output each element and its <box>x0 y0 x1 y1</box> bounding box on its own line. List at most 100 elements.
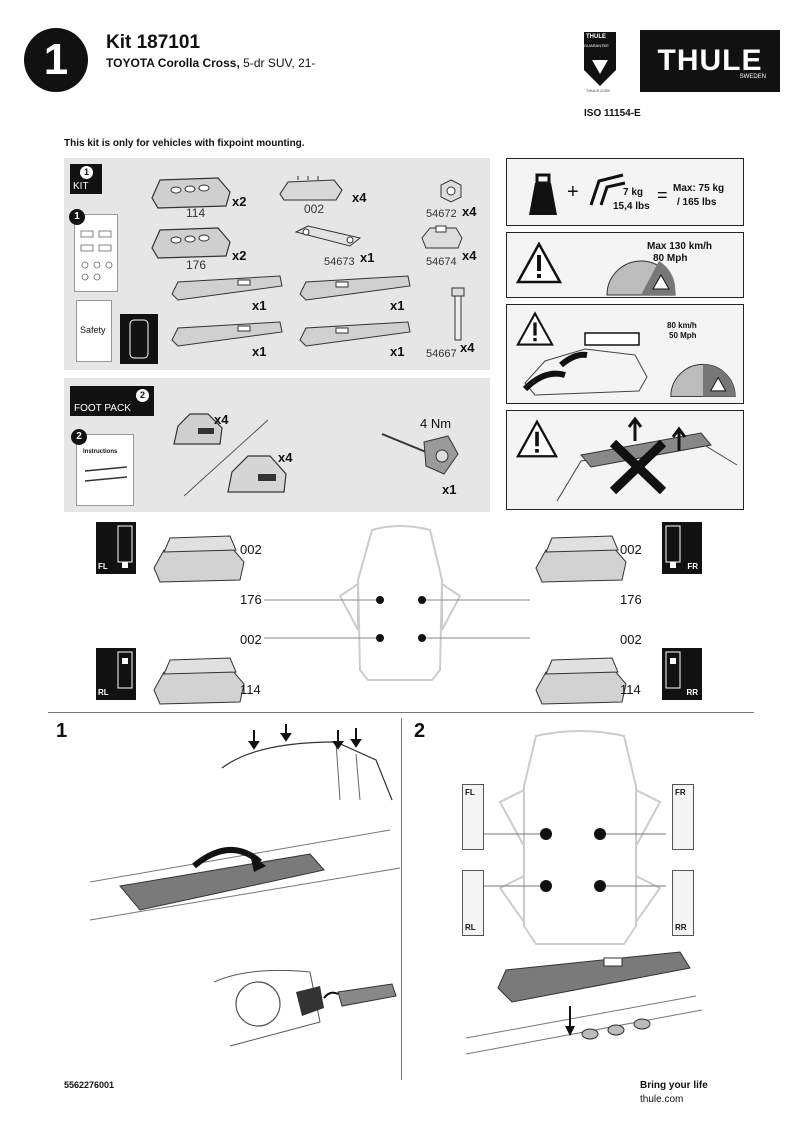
kit-label: KIT <box>73 181 89 192</box>
front-right-top-part: 002 <box>620 542 642 557</box>
guarantee-sub: GUARANTEE <box>584 43 609 48</box>
part-number-54672: 54672 <box>426 208 457 220</box>
manual-sketch <box>80 230 113 281</box>
fr-card-label: FR <box>687 562 698 571</box>
weight-icon <box>529 173 557 215</box>
step-1-roof-illustration <box>221 724 393 801</box>
nut-54672 <box>440 179 462 203</box>
part-qty-114: x2 <box>232 194 247 209</box>
rl-car-card: RL <box>96 648 136 700</box>
load-warning: + 7 kg 15,4 lbs = Max: 75 kg / 165 lbs <box>506 158 744 226</box>
bracket-54674 <box>421 225 463 249</box>
step-2-car-topview <box>484 730 666 945</box>
brand-logo: THULE SWEDEN <box>640 30 780 92</box>
step-2-rr-label: RR <box>675 923 687 932</box>
speedometer-icon <box>606 260 676 296</box>
part-number-002: 002 <box>304 202 325 216</box>
step-1-cover-removal <box>90 829 400 921</box>
foot-qty-2: x4 <box>278 450 293 465</box>
foot-qty-1: x4 <box>214 412 229 427</box>
step-2-fl-card: FL <box>462 784 484 850</box>
foot-manual-badge: 2 <box>71 429 87 445</box>
instructions-label: Instructions <box>83 449 118 455</box>
loaded-speed-mph: 50 Mph <box>669 331 697 340</box>
kit-title: Kit 187101 <box>106 32 201 53</box>
foot-pack-badge-number: 2 <box>136 389 149 402</box>
foot-pack-badge: 2 FOOT PACK <box>70 386 154 416</box>
foot-adapter-176 <box>151 227 231 259</box>
loaded-speed: 80 km/h <box>667 321 697 330</box>
rr-car-card: RR <box>662 648 702 700</box>
kit-manual-badge: 1 <box>69 209 85 225</box>
rear-left-bottom-part: 114 <box>240 682 261 697</box>
front-left-bottom-part: 176 <box>240 592 262 607</box>
vehicle-line: TOYOTA Corolla Cross, 5-dr SUV, 21- <box>106 56 315 70</box>
footer-tagline: Bring your life <box>640 1080 708 1091</box>
max-speed: Max 130 km/h <box>647 241 713 252</box>
plate-54673 <box>294 225 362 247</box>
plus-sign: + <box>567 181 579 203</box>
warning-triangle-icon-2 <box>516 311 554 346</box>
iso-standard: ISO 11154-E <box>584 108 641 119</box>
step-1-glovebox <box>213 969 397 1047</box>
fl-car-card: FL <box>96 522 136 574</box>
clamp-002 <box>279 176 343 201</box>
step-2-rl-card: RL <box>462 870 484 936</box>
step-2-number: 2 <box>414 720 426 742</box>
part-qty-002: x4 <box>352 190 367 205</box>
rear-right-top-part: 002 <box>620 632 642 647</box>
vertical-divider <box>401 718 402 1080</box>
part-qty-176: x2 <box>232 248 247 263</box>
step-badge: 1 <box>24 28 88 92</box>
foot-unit-1 <box>173 413 223 445</box>
step-1-number: 1 <box>56 720 68 742</box>
step-2-fl-label: FL <box>465 788 475 797</box>
foot-pack-label: FOOT PACK <box>74 403 131 414</box>
cover-4 <box>299 321 411 347</box>
warning-triangle-icon <box>515 241 563 284</box>
rear-left-top-part: 002 <box>240 632 262 647</box>
vehicle-make-model: TOYOTA Corolla Cross, <box>106 56 240 70</box>
loaded-car-icon <box>522 332 648 396</box>
safety-booklet: Safety <box>76 300 112 362</box>
kit-badge: 1 KIT <box>70 164 102 194</box>
guarantee-seal: THULE GUARANTEE THULE.COM <box>582 30 618 93</box>
warning-triangle-icon-3 <box>515 419 559 458</box>
kit-manual-thumbnail: 1 <box>69 209 118 292</box>
foot-pack-panel: 2 FOOT PACK 2 Instructions x4 x4 4 Nm x1 <box>64 378 490 512</box>
cover-2 <box>299 275 411 301</box>
cover-4-qty: x1 <box>390 344 405 359</box>
part-number-114: 114 <box>186 206 206 220</box>
step-2-fr-label: FR <box>675 788 686 797</box>
part-number-54667: 54667 <box>426 348 457 360</box>
max-load-lbs: / 165 lbs <box>677 197 717 208</box>
car-layout-card <box>120 314 158 364</box>
part-number-176: 176 <box>186 258 207 272</box>
footer-url: thule.com <box>640 1094 684 1105</box>
document-number: 5562276001 <box>64 1080 115 1090</box>
part-qty-54673: x1 <box>360 250 375 265</box>
part-qty-54674: x4 <box>462 248 477 263</box>
bolt-54667 <box>451 287 465 341</box>
no-lift-icon <box>556 416 738 502</box>
guarantee-brand: THULE <box>586 34 606 40</box>
equals-sign: = <box>657 185 668 205</box>
vehicle-detail: 5-dr SUV, 21- <box>243 56 316 70</box>
kit-panel: 1 KIT 1 Safety 114 x2 002 x4 54672 x <box>64 158 490 370</box>
rear-right-bottom-part: 114 <box>620 682 641 697</box>
max-speed-mph: 80 Mph <box>653 253 688 264</box>
front-right-bottom-part: 176 <box>620 592 642 607</box>
part-qty-54672: x4 <box>462 204 477 219</box>
step-2-rr-card: RR <box>672 870 694 936</box>
rl-card-label: RL <box>98 688 109 697</box>
step-badge-number: 1 <box>43 35 69 84</box>
cover-3 <box>171 321 283 347</box>
cover-3-qty: x1 <box>252 344 267 359</box>
loading-speed-warning: 80 km/h 50 Mph <box>506 304 744 404</box>
torque-key-icon <box>381 433 459 475</box>
pull-warning <box>506 410 744 510</box>
speedometer-icon-2 <box>670 363 736 398</box>
kit-badge-number: 1 <box>80 166 93 179</box>
cover-2-qty: x1 <box>390 298 405 313</box>
max-load: Max: 75 kg <box>673 183 725 194</box>
